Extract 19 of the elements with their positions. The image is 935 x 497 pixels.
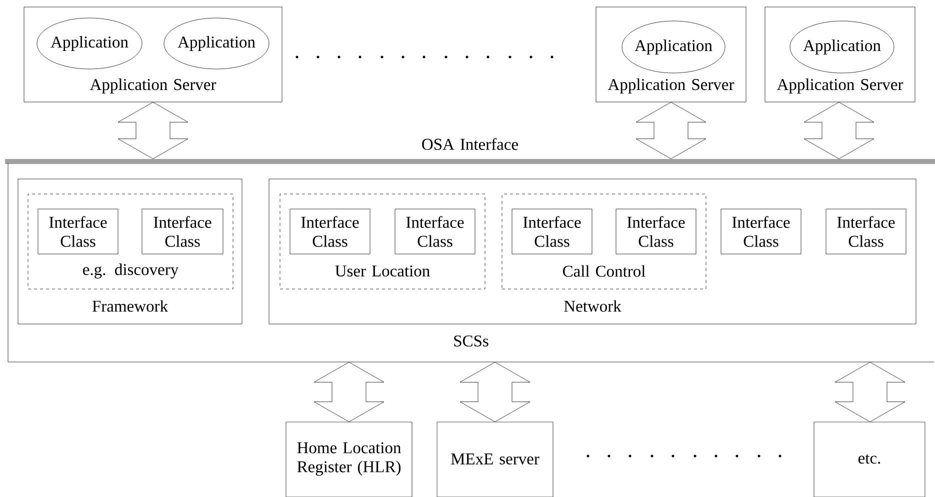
system-box: etc.	[814, 422, 926, 497]
interface-bar: OSA Interface	[5, 138, 935, 164]
system-box: Home Location Register (HLR)	[286, 422, 412, 497]
class-box: Interface Class	[826, 208, 906, 254]
double-arrow	[834, 362, 906, 422]
class-box: Interface Class	[394, 208, 476, 254]
class-box: Interface Class	[512, 208, 592, 254]
double-arrow	[636, 102, 706, 159]
class-box: Interface Class	[142, 208, 224, 254]
node-label: OSA Interface	[422, 138, 518, 150]
class-box: Interface Class	[720, 208, 802, 254]
double-arrow	[804, 102, 874, 159]
class-box: Interface Class	[290, 208, 370, 254]
double-arrow	[314, 362, 384, 422]
class-box: Interface Class	[616, 208, 696, 254]
double-arrow	[118, 102, 188, 159]
double-arrow	[460, 362, 530, 422]
system-box: MExE server	[436, 422, 554, 497]
class-box: Interface Class	[38, 208, 118, 254]
